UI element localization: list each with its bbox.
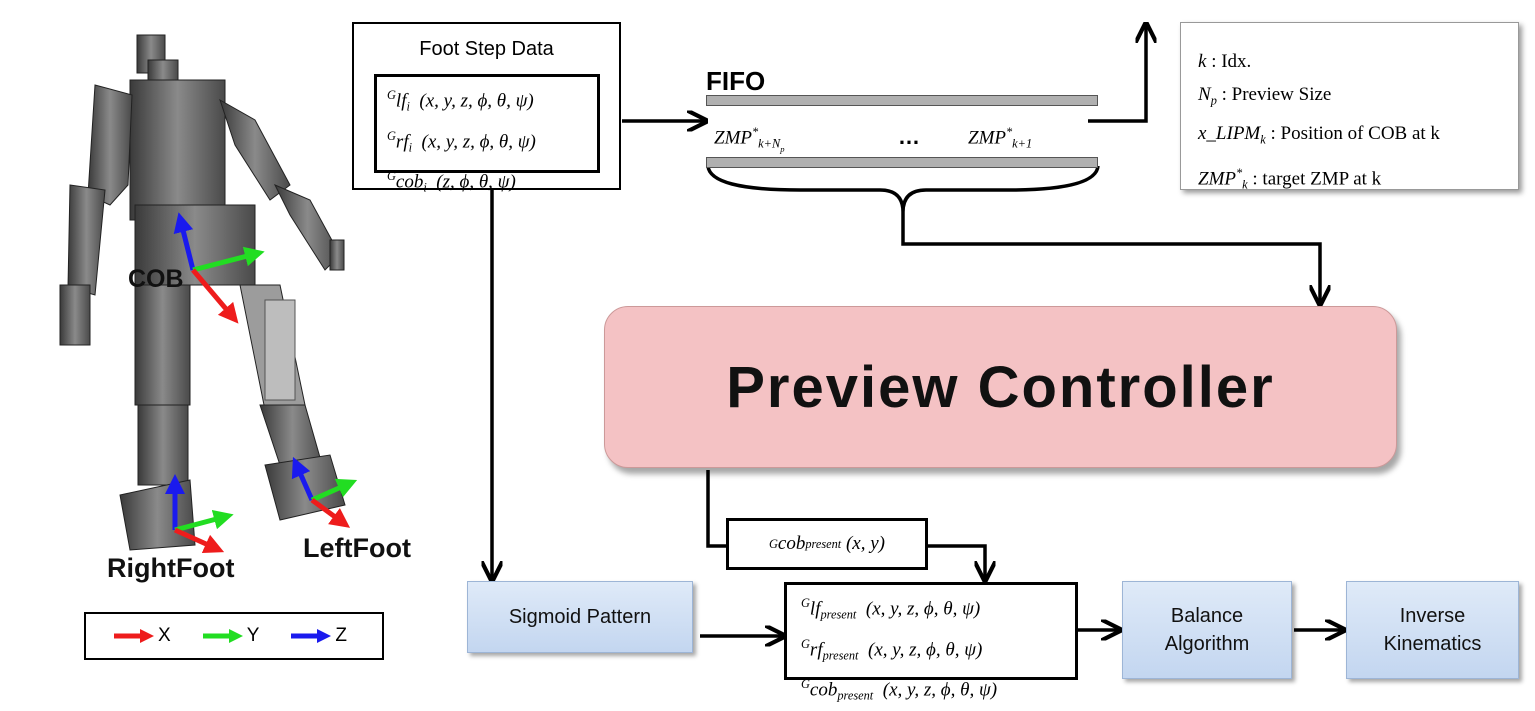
arrow-cobpresent-to-present: [928, 544, 985, 578]
foot-step-title: Foot Step Data: [419, 38, 554, 60]
fifo-label: FIFO: [706, 66, 766, 96]
balance-algorithm-block: Balance Algorithm: [1122, 581, 1292, 679]
cob-label: COB: [128, 265, 184, 293]
rightfoot-y-axis: [174, 509, 234, 533]
fifo-top-bar: [706, 95, 1098, 106]
preview-controller-label: Preview Controller: [726, 354, 1275, 420]
arrow-fifo-output: [1088, 26, 1146, 123]
cob-z-axis: [173, 212, 196, 271]
rightfoot-x-axis: [173, 527, 225, 554]
blue-arrow-icon: [291, 629, 332, 643]
fifo-last-entry: ZMP*k+1: [968, 125, 1033, 151]
line-controller-to-cobpresent: [706, 470, 728, 548]
legend-z: Z: [289, 625, 347, 647]
foot-step-line-cob: Gcobi (z, ϕ, θ, ψ): [387, 169, 516, 196]
definition-xlipm: x_LIPMk : Position of COB at k: [1198, 123, 1440, 147]
cob-x-axis: [191, 268, 239, 324]
foot-step-line-rf: Grfi (x, y, z, ϕ, θ, ψ): [387, 128, 536, 155]
green-arrow-icon: [202, 629, 243, 643]
definition-np: Np : Preview Size: [1198, 84, 1332, 108]
fifo-first-entry: ZMP*k+Np: [714, 125, 785, 154]
legend-y-label: Y: [246, 625, 260, 646]
foot-step-formula-box: Glfi (x, y, z, ϕ, θ, ψ) Grfi (x, y, z, ϕ…: [374, 74, 600, 195]
coordinate-axes-overlay: [165, 212, 358, 554]
cob-y-axis: [192, 246, 265, 273]
present-line-cob: Gcobpresent (x, y, z, ϕ, θ, ψ): [801, 677, 998, 704]
fifo-ellipsis: …: [898, 124, 920, 149]
leftfoot-z-axis: [291, 456, 315, 502]
present-line-lf: Glfpresent (x, y, z, ϕ, θ, ψ): [801, 596, 981, 622]
leftfoot-y-axis: [310, 478, 358, 503]
balance-label-line1: Balance: [1170, 605, 1244, 627]
fifo-bottom-bar: [706, 157, 1098, 168]
definition-zmp: ZMP*k : target ZMP at k: [1198, 165, 1382, 192]
legend-y: Y: [201, 625, 260, 647]
inverse-label-line1: Inverse: [1399, 605, 1466, 627]
inverse-label-line2: Kinematics: [1383, 633, 1482, 655]
sigmoid-pattern-label: Sigmoid Pattern: [508, 605, 652, 628]
definition-k: k : Idx.: [1198, 51, 1252, 72]
leftfoot-x-axis: [310, 497, 351, 528]
foot-step-data-box: Foot Step Data Glfi (x, y, z, ϕ, θ, ψ) G…: [352, 22, 621, 195]
present-line-rf: Grfpresent (x, y, z, ϕ, θ, ψ): [801, 636, 983, 663]
red-arrow-icon: [114, 629, 154, 643]
inverse-kinematics-block: Inverse Kinematics: [1346, 581, 1519, 679]
present-pose-box: Glfpresent (x, y, z, ϕ, θ, ψ) Grfpresent…: [784, 582, 1078, 703]
foot-step-line-lf: Glfi (x, y, z, ϕ, θ, ψ): [387, 88, 534, 114]
fifo-brace: [706, 165, 1100, 213]
legend-x-label: X: [158, 625, 171, 646]
left-foot-label: LeftFoot: [303, 533, 411, 563]
balance-label-line2: Algorithm: [1164, 633, 1250, 655]
legend-x: X: [112, 625, 171, 647]
definitions-box: k : Idx. Np : Preview Size x_LIPMk : Pos…: [1180, 22, 1519, 191]
connector-layer: [0, 0, 1535, 696]
legend-z-label: Z: [335, 625, 347, 646]
arrow-fifo-to-controller: [901, 212, 1320, 302]
right-foot-label: RightFoot: [107, 553, 235, 583]
axis-legend: X Y Z: [84, 612, 384, 660]
preview-controller-block: Preview Controller: [604, 306, 1397, 468]
sigmoid-pattern-block: Sigmoid Pattern: [467, 581, 693, 653]
